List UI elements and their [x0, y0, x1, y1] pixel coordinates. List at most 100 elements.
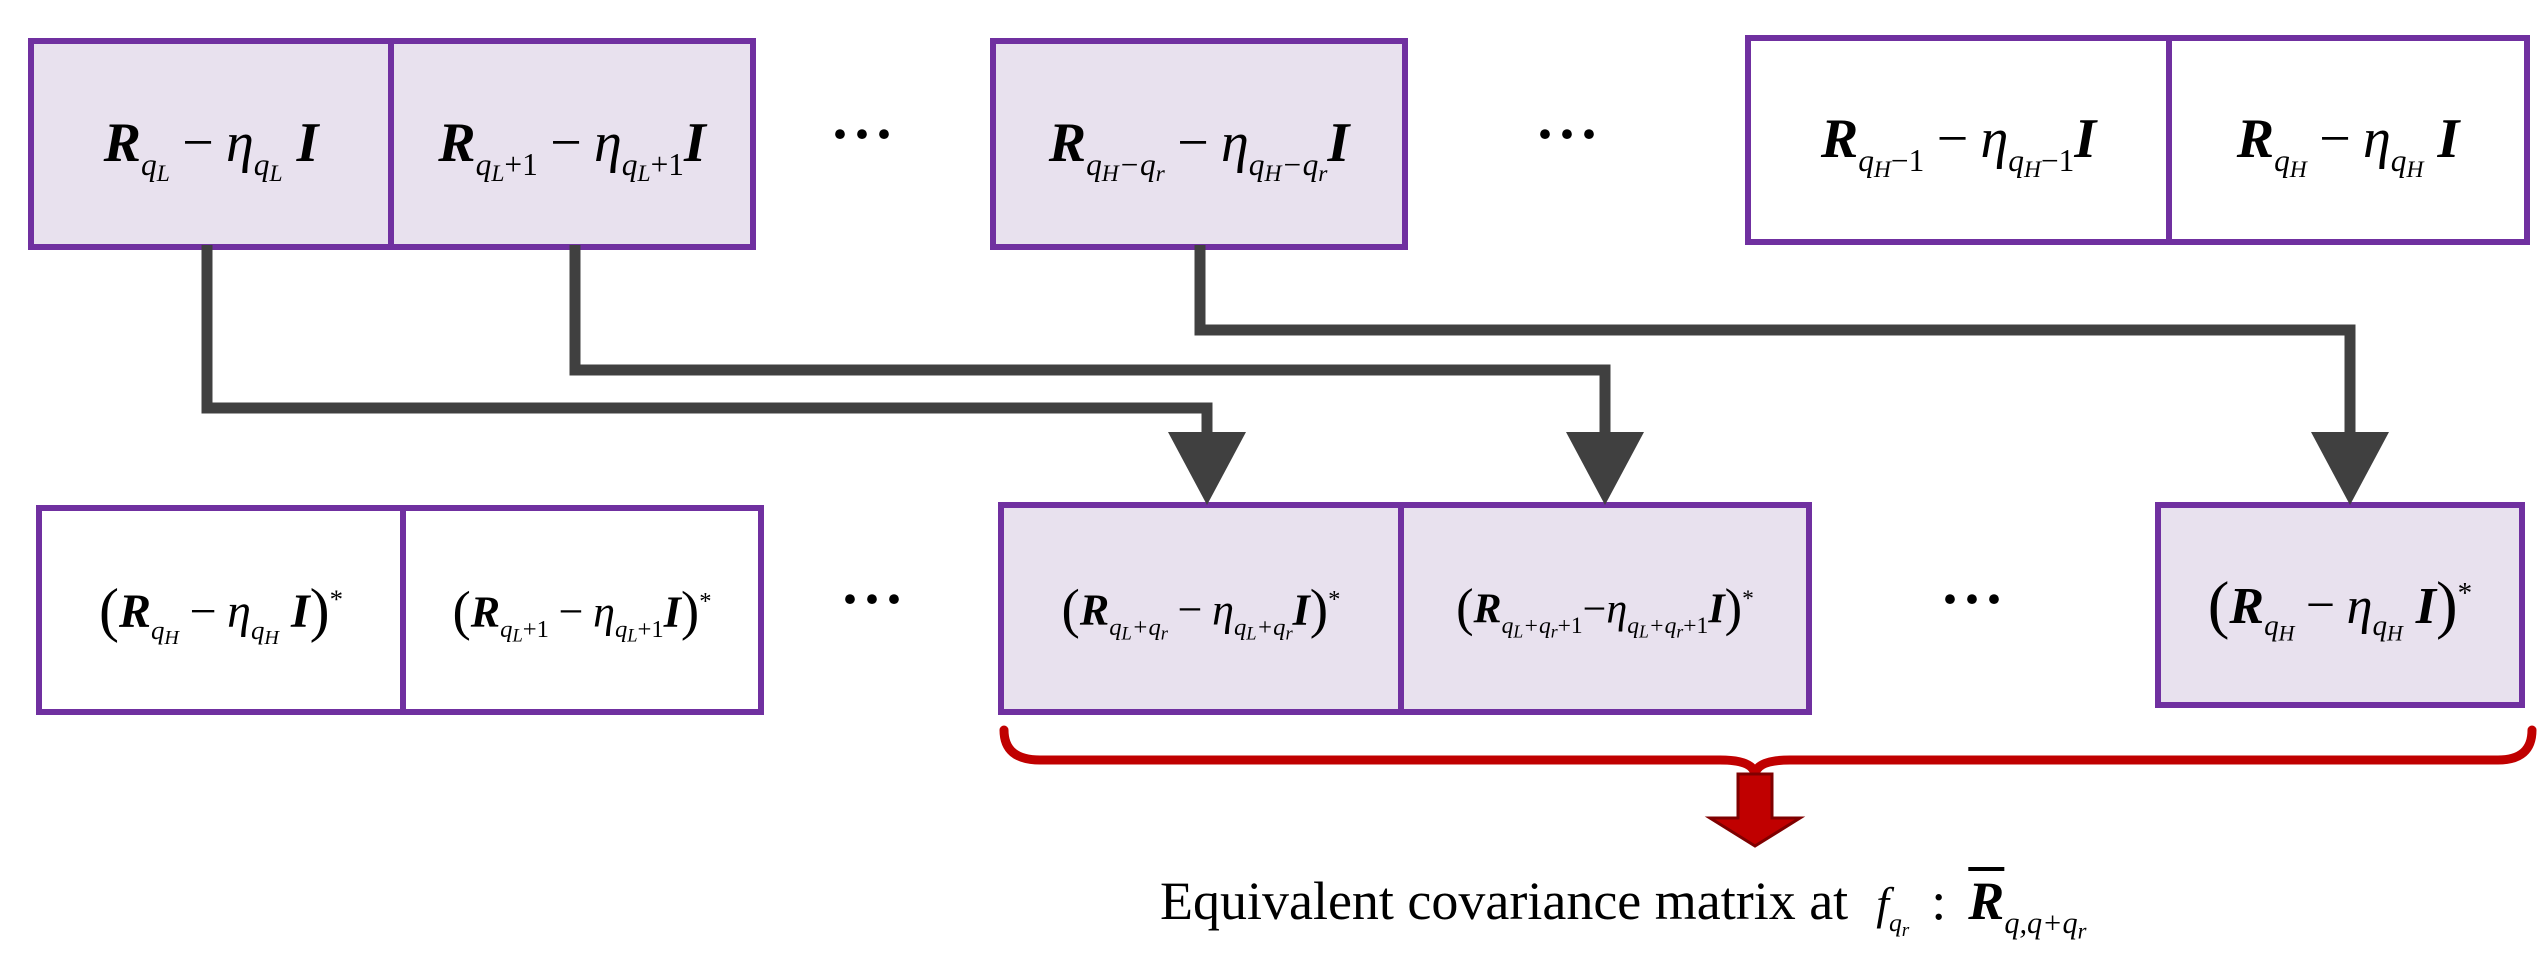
top-cell-R-qL: RqL−ηqL I — [28, 38, 394, 250]
eta-subscript: q — [2008, 142, 2024, 178]
connector-2 — [569, 245, 1611, 432]
bottom-cell-R-qLqr-conj: (RqL+qr−ηqL+qrI)* — [998, 502, 1404, 715]
identity-symbol: I — [2415, 577, 2437, 635]
minus-sign: − — [1936, 107, 1969, 170]
bottom-cell-R-qH-conj-2: (RqH−ηqH I)* — [2155, 502, 2525, 708]
minus-sign: − — [189, 585, 217, 638]
identity-symbol: I — [1327, 111, 1350, 174]
bottom-ellipsis-1: ··· — [840, 566, 907, 632]
right-paren: ) — [1309, 578, 1329, 639]
matrix-symbol: R — [103, 111, 141, 174]
eta-subscript-offset: +1 — [650, 146, 684, 182]
top-cell-R-qH: RqH−ηqH I — [2166, 35, 2530, 245]
identity-symbol: I — [1708, 586, 1725, 633]
left-paren: ( — [98, 577, 119, 643]
matrix-symbol: R — [1048, 111, 1087, 174]
eta-subscript: q — [1233, 614, 1247, 642]
minus-sign: − — [2305, 577, 2336, 635]
matrix-symbol: R — [470, 586, 501, 636]
arrowhead-1 — [1168, 432, 1246, 505]
minus-sign: − — [558, 586, 584, 636]
eta-symbol: η — [1212, 585, 1234, 635]
subscript-offset: −1 — [1890, 142, 1925, 178]
caption-colon: : — [1931, 871, 1947, 931]
frequency-subscript: q — [1888, 907, 1902, 937]
formula-R-qH-conj: (RqH−ηqH I)* — [98, 577, 343, 648]
subscript: q — [1109, 614, 1122, 642]
eta-subscript-mid: +q — [1648, 613, 1677, 640]
matrix-symbol: R — [2229, 577, 2265, 635]
eta-subscript: q — [1248, 146, 1265, 182]
subscript: q — [1501, 613, 1514, 640]
eta-subscript-2: H — [2023, 156, 2041, 183]
eta-subscript-2: H — [2387, 621, 2403, 646]
eta-subscript-3: r — [1318, 160, 1328, 187]
top-cell-R-qH-1: RqH−1−ηqH−1I — [1745, 35, 2172, 245]
right-paren: ) — [309, 577, 330, 643]
caption-matrix-subscript-2: r — [2077, 918, 2087, 944]
eta-subscript: q — [2372, 610, 2387, 643]
eta-symbol: η — [227, 585, 251, 638]
top-cell-R-qL1: RqL+1−ηqL+1I — [388, 38, 756, 250]
eta-symbol: η — [1606, 586, 1628, 633]
connector-3 — [1194, 245, 2356, 432]
top-ellipsis-1: ··· — [830, 101, 897, 167]
subscript-2: H — [1873, 156, 1891, 183]
subscript-2: H — [1101, 160, 1119, 187]
subscript-3: r — [1160, 623, 1168, 644]
subscript: q — [141, 146, 157, 182]
subscript-mid: +q — [1523, 613, 1551, 640]
subscript: q — [2264, 610, 2279, 643]
eta-subscript-offset: +1 — [1683, 613, 1709, 640]
bottom-ellipsis-2: ··· — [1940, 566, 2007, 632]
formula-R-qH: RqH−ηqH I — [2236, 107, 2460, 182]
eta-subscript: q — [253, 146, 270, 182]
eta-symbol: η — [1980, 107, 2009, 170]
conjugate-star: * — [1328, 586, 1341, 614]
eta-subscript: q — [250, 615, 265, 646]
eta-subscript-2: H — [1264, 160, 1282, 187]
identity-symbol: I — [2074, 107, 2097, 170]
eta-subscript-2: H — [2406, 156, 2424, 183]
eta-subscript-2: L — [637, 160, 651, 187]
identity-symbol: I — [683, 111, 706, 174]
subscript-offset: +1 — [1557, 613, 1583, 640]
eta-symbol: η — [593, 586, 615, 636]
conjugate-star: * — [699, 587, 712, 615]
eta-subscript-2: L — [1246, 623, 1257, 644]
frequency-symbol: f — [1876, 878, 1889, 929]
subscript-2: H — [2278, 621, 2295, 646]
eta-subscript-mid: −q — [1281, 146, 1319, 182]
eta-subscript-3: r — [1676, 621, 1684, 642]
matrix-symbol: R — [1820, 107, 1859, 170]
matrix-symbol: R — [1473, 586, 1502, 633]
block-arrow-down — [1704, 772, 1806, 848]
identity-symbol: I — [296, 111, 319, 174]
right-paren: ) — [1724, 579, 1743, 638]
identity-symbol: I — [1292, 585, 1310, 635]
bottom-cell-R-qH-conj: (RqH−ηqH I)* — [36, 505, 406, 715]
right-paren: ) — [2436, 568, 2458, 641]
subscript: q — [500, 615, 513, 643]
eta-symbol: η — [226, 111, 254, 174]
subscript-2: L — [1513, 621, 1524, 642]
eta-subscript-offset: −1 — [2040, 142, 2075, 178]
subscript: q — [150, 615, 165, 646]
minus-sign: − — [1582, 586, 1607, 633]
arrowhead-3 — [2311, 432, 2389, 505]
arrowhead-2 — [1566, 432, 1644, 505]
eta-symbol: η — [2346, 577, 2373, 635]
left-paren: ( — [1456, 579, 1474, 638]
identity-symbol: I — [663, 586, 681, 636]
connector-1 — [201, 245, 1213, 432]
subscript-offset: +1 — [504, 146, 538, 182]
matrix-symbol: R — [2236, 107, 2275, 170]
caption-frequency: fqr — [1876, 878, 1909, 940]
bottom-cell-R-qL1-conj: (RqL+1−ηqL+1I)* — [400, 505, 764, 715]
formula-R-qLqr1-conj: (RqL+qr+1−ηqL+qr+1I)* — [1456, 579, 1754, 640]
subscript-3: r — [1155, 160, 1165, 187]
caption-text: Equivalent covariance matrix at — [1160, 871, 1849, 931]
subscript-2: H — [164, 627, 179, 650]
subscript: q — [1858, 142, 1874, 178]
